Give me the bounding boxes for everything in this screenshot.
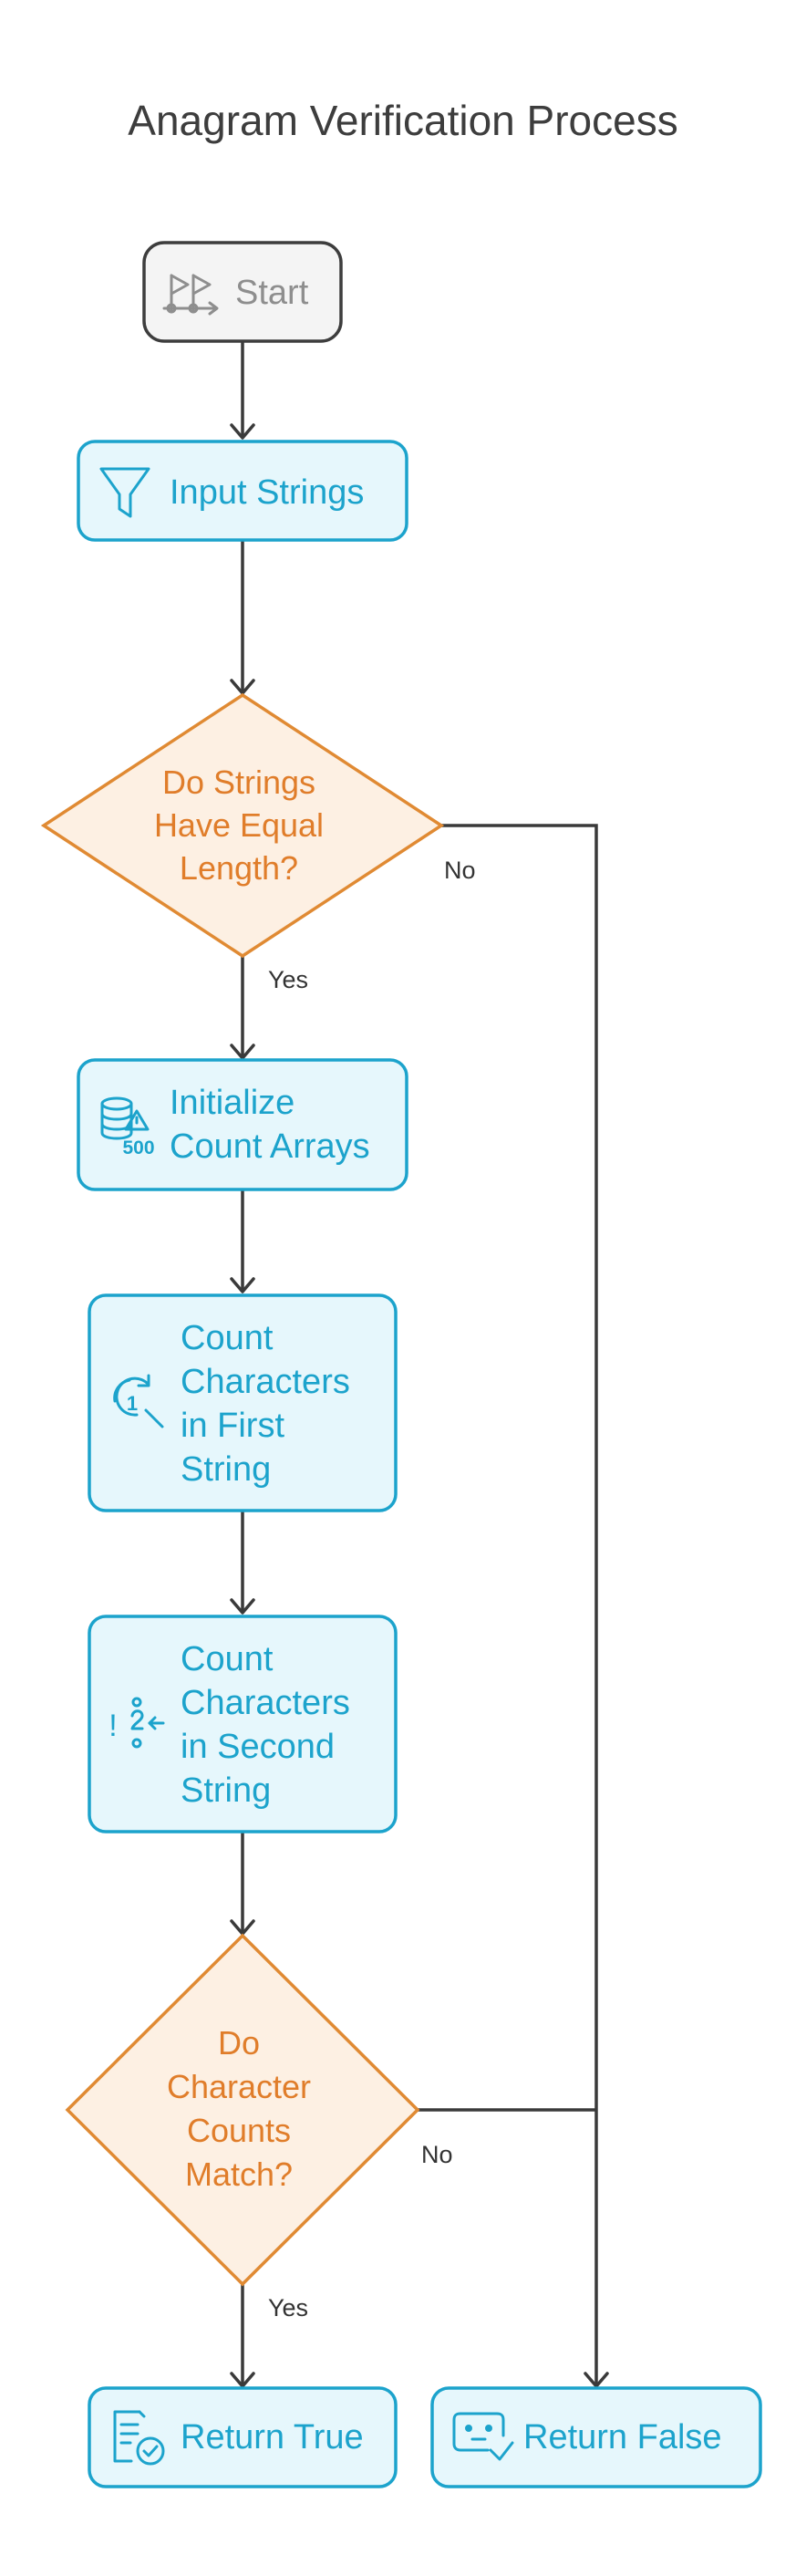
count-second-line-1: Count [181, 1640, 274, 1678]
init-count-arrays-node: 500 Initialize Count Arrays [77, 1058, 408, 1191]
arrow-head [230, 1044, 255, 1060]
counts-check-line-1: Do [218, 2024, 260, 2062]
start-label: Start [235, 274, 309, 312]
count-second-line-2: Characters [181, 1684, 350, 1722]
counts-match-decision: Do Character Counts Match? [65, 1933, 420, 2287]
edge-length-no [441, 824, 598, 2384]
search-refresh-icon [113, 1374, 164, 1428]
input-strings-node: Input Strings [77, 440, 408, 542]
count-second-line-3: in Second [181, 1728, 335, 1766]
count-first-line-3: in First [181, 1407, 284, 1445]
length-check-line-2: Have Equal [154, 806, 324, 844]
return-true-node: Return True [88, 2386, 398, 2488]
length-check-decision: Do Strings Have Equal Length? [40, 692, 445, 959]
edge-label-counts-yes: Yes [268, 2294, 308, 2322]
edge-label-length-yes: Yes [268, 966, 308, 993]
input-strings-label: Input Strings [170, 473, 364, 512]
start-node: Start [142, 241, 343, 343]
return-false-node: Return False [430, 2386, 762, 2488]
length-check-line-3: Length? [180, 849, 298, 887]
database-warning-icon-text: 500 [122, 1137, 154, 1158]
edge-label-length-no: No [444, 857, 476, 884]
funnel-icon [99, 467, 150, 518]
count-second-line-4: String [181, 1771, 271, 1810]
count-first-line-4: String [181, 1450, 271, 1489]
arrow-head [230, 2372, 255, 2388]
arrow-head [230, 1598, 255, 1615]
edge-label-counts-no: No [421, 2141, 453, 2168]
count-first-string-node: 1 Count Characters in First String [88, 1293, 398, 1512]
return-false-label: Return False [523, 2418, 722, 2457]
database-warning-icon [100, 1096, 150, 1140]
document-check-icon [113, 2410, 165, 2466]
chat-check-icon [452, 2412, 514, 2461]
count-second-string-node: ! Count Characters in Second String [88, 1615, 398, 1833]
count-first-line-2: Characters [181, 1363, 350, 1401]
arrow-head [584, 2372, 609, 2388]
sort-list-icon-text: ! [108, 1709, 117, 1743]
return-true-label: Return True [181, 2418, 364, 2457]
edges [230, 341, 609, 2388]
counts-check-line-4: Match? [185, 2155, 293, 2193]
diagram-title: Anagram Verification Process [128, 97, 677, 144]
length-check-line-1: Do Strings [162, 763, 315, 801]
flag-route-icon [162, 274, 219, 316]
counts-check-line-2: Character [167, 2068, 311, 2105]
arrow-head [230, 423, 255, 440]
search-refresh-icon-text: 1 [127, 1392, 138, 1415]
sort-list-icon [130, 1697, 165, 1749]
arrow-head [230, 1277, 255, 1293]
count-first-line-1: Count [181, 1319, 274, 1357]
counts-check-line-3: Counts [187, 2112, 291, 2149]
init-arrays-line-2: Count Arrays [170, 1127, 370, 1166]
init-arrays-line-1: Initialize [170, 1084, 294, 1122]
